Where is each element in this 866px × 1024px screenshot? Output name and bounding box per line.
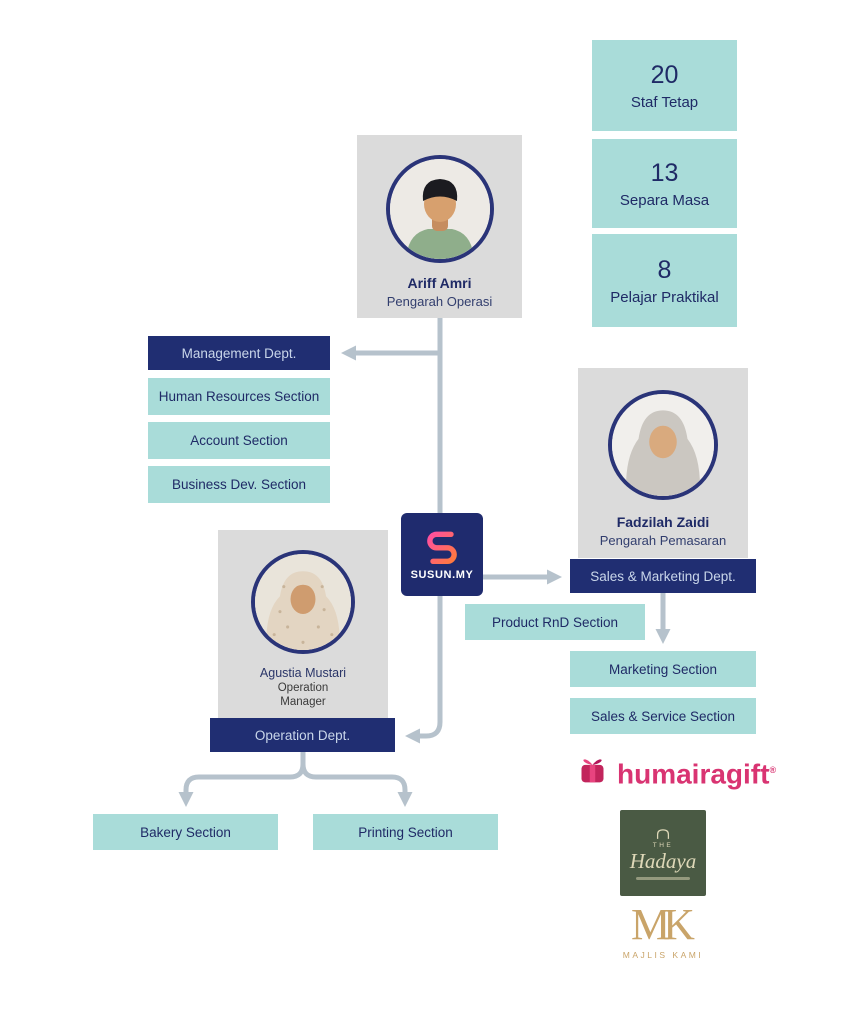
hadaya-wordmark: Hadaya — [629, 848, 697, 873]
section-label: Marketing Section — [608, 661, 718, 677]
section-human-resources: Human Resources Section — [148, 378, 330, 415]
section-account: Account Section — [148, 422, 330, 459]
woman-hijab-avatar-icon — [612, 394, 714, 496]
section-product-rnd: Product RnD Section — [465, 604, 645, 640]
person-title: Pengarah Pemasaran — [599, 533, 727, 548]
section-label: Printing Section — [358, 824, 453, 840]
mk-label: MAJLIS KAMI — [622, 950, 704, 960]
humairagift-wordmark: humairagift® — [617, 753, 776, 791]
fadzilah-photo — [608, 390, 718, 500]
person-name: Agustia Mustari — [259, 666, 347, 680]
registered-mark: ® — [769, 765, 777, 775]
dept-label: Operation Dept. — [254, 727, 351, 743]
section-label: Account Section — [190, 433, 288, 448]
stat-staf-tetap: 20 Staf Tetap — [592, 40, 737, 131]
woman-patterned-hijab-avatar-icon — [255, 554, 351, 650]
man-songkok-avatar-icon — [389, 159, 490, 259]
dept-management: Management Dept. — [148, 336, 330, 370]
ariff-photo — [385, 155, 494, 263]
majlis-kami-logo: MK MAJLIS KAMI — [613, 900, 713, 961]
stat-value: 13 — [650, 158, 679, 187]
person-title-line1: Operation — [277, 682, 329, 694]
person-card-ariff: Ariff Amri Pengarah Operasi — [357, 135, 522, 318]
humairagift-text: humairagift — [617, 758, 770, 790]
person-card-fadzilah: Fadzilah Zaidi Pengarah Pemasaran — [578, 368, 748, 558]
hadaya-arch-icon — [656, 828, 670, 839]
section-bakery: Bakery Section — [93, 814, 278, 850]
section-label: Human Resources Section — [158, 389, 320, 404]
humairagift-gift-icon — [581, 759, 604, 783]
dept-operation: Operation Dept. — [210, 718, 395, 752]
person-name: Fadzilah Zaidi — [616, 514, 710, 530]
person-title: Pengarah Operasi — [386, 294, 493, 309]
stat-value: 20 — [650, 60, 679, 89]
stat-value: 8 — [657, 255, 672, 284]
section-label: Sales & Service Section — [590, 708, 736, 724]
section-sales-service: Sales & Service Section — [570, 698, 756, 734]
person-name: Ariff Amri — [407, 275, 472, 291]
stat-label: Separa Masa — [619, 191, 710, 209]
mk-monogram: MK — [631, 900, 695, 949]
stat-separa-masa: 13 Separa Masa — [592, 139, 737, 228]
hadaya-tagline — [636, 876, 690, 880]
humairagift-logo: humairagift® — [576, 753, 776, 791]
stat-label: Pelajar Praktikal — [610, 288, 719, 306]
section-label: Business Dev. Section — [171, 477, 307, 492]
person-card-agustia: Agustia Mustari Operation Manager — [218, 530, 388, 718]
dept-label: Sales & Marketing Dept. — [590, 568, 736, 584]
hadaya-logo: THE Hadaya — [620, 810, 706, 896]
section-marketing: Marketing Section — [570, 651, 756, 687]
section-label: Product RnD Section — [491, 614, 619, 630]
stat-label: Staf Tetap — [630, 93, 699, 111]
section-printing: Printing Section — [313, 814, 498, 850]
stat-pelajar-praktikal: 8 Pelajar Praktikal — [592, 234, 737, 327]
person-title-line2: Manager — [280, 696, 326, 708]
section-label: Bakery Section — [140, 824, 231, 840]
dept-label: Management Dept. — [181, 345, 297, 361]
section-business-dev: Business Dev. Section — [148, 466, 330, 503]
susun-logo: SUSUN.MY — [401, 513, 483, 596]
susun-s-icon — [427, 531, 457, 564]
dept-sales-marketing: Sales & Marketing Dept. — [570, 559, 756, 593]
hadaya-pre: THE — [652, 841, 674, 849]
agustia-photo — [251, 550, 355, 654]
susun-wordmark: SUSUN.MY — [410, 569, 474, 581]
